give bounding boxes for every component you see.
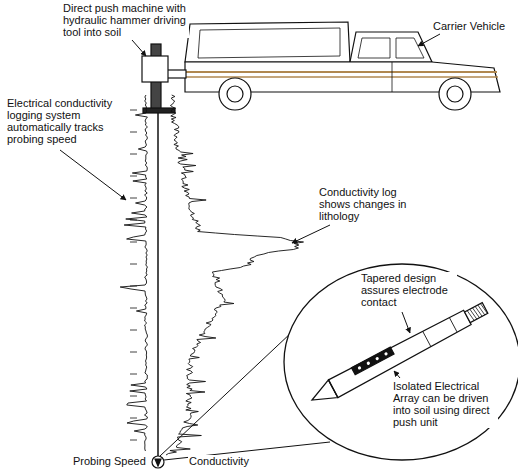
truck-cab	[350, 32, 432, 62]
body-stripe	[186, 76, 498, 78]
thread-mark	[467, 310, 474, 321]
depth-tick	[130, 154, 137, 155]
depth-tick	[130, 440, 137, 441]
magnifier-ellipse	[284, 264, 518, 460]
thread-mark	[470, 309, 477, 320]
wheel-hub	[227, 86, 243, 102]
thread-mark	[480, 303, 487, 314]
body-stripe	[186, 71, 497, 73]
depth-tick	[130, 286, 137, 287]
foot-plate	[143, 108, 175, 113]
depth-tick	[130, 352, 137, 353]
depth-tick	[130, 418, 137, 419]
machine-label: Direct push machine with hydraulic hamme…	[62, 2, 189, 38]
wheel	[219, 78, 251, 110]
probe-rod	[157, 113, 159, 456]
electrode	[357, 366, 361, 370]
push-machine	[142, 44, 186, 468]
conductivity-trace	[166, 95, 304, 455]
depth-tick	[130, 242, 137, 243]
shell-window	[198, 28, 340, 58]
speed-trace	[120, 95, 147, 451]
leaders	[60, 34, 440, 378]
log-label: Conductivity log shows changes in lithol…	[318, 186, 420, 222]
depth-tick	[130, 110, 137, 111]
depth-tick	[130, 176, 137, 177]
probe-groove	[423, 331, 431, 347]
probe-tip	[155, 459, 161, 466]
depth-tick	[130, 396, 137, 397]
thread-marks	[467, 303, 487, 321]
carrier-truck	[185, 22, 500, 110]
thread-mark	[473, 307, 480, 318]
thread-mark	[475, 306, 482, 317]
hydraulic-hammer	[142, 56, 168, 82]
electrode-array	[351, 347, 394, 375]
leader-line	[418, 34, 440, 46]
zoom-line	[160, 332, 292, 456]
leader-line	[394, 371, 400, 378]
probe-tip-circle	[152, 456, 164, 468]
array-label: Isolated Electrical Array can be driven …	[392, 380, 498, 428]
depth-tick	[130, 132, 137, 133]
leader-line	[60, 150, 126, 200]
axis-label: Conductivity	[188, 455, 250, 467]
taper-label: Tapered design assures electrode contact	[360, 272, 457, 308]
camper-shell	[185, 22, 350, 62]
leader-line	[402, 312, 410, 333]
wheel	[439, 78, 471, 110]
threaded-end	[465, 303, 488, 323]
depth-tick	[130, 220, 137, 221]
depth-tick	[130, 264, 137, 265]
speed-log	[120, 95, 147, 451]
depth-tick	[130, 374, 137, 375]
depth-tick	[130, 198, 137, 199]
electrode	[384, 352, 388, 356]
probe-joint	[328, 380, 337, 398]
vehicle-label: Carrier Vehicle	[432, 20, 506, 32]
electrode	[375, 356, 379, 360]
leader-line	[292, 225, 330, 243]
leader-line	[132, 40, 146, 56]
cab-window	[396, 38, 424, 58]
depth-tick	[130, 330, 137, 331]
electrode	[366, 361, 370, 365]
axis-label: Probing Speed	[72, 455, 147, 467]
wheel-hub	[447, 86, 463, 102]
door-line	[392, 62, 393, 92]
conductivity-log	[166, 95, 304, 455]
logging-label: Electrical conductivity logging system a…	[6, 97, 126, 145]
depth-tick	[130, 308, 137, 309]
cab-window	[358, 38, 390, 58]
probe-groove	[450, 318, 458, 332]
thread-mark	[478, 304, 485, 315]
